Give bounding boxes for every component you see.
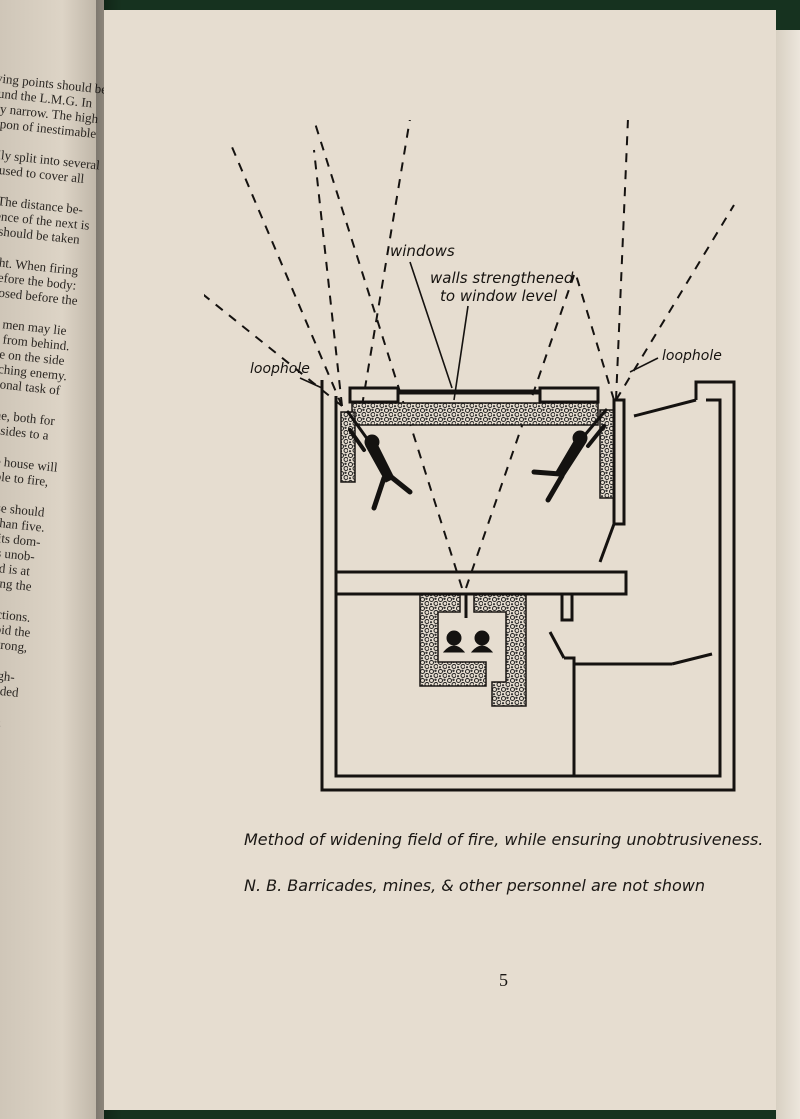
fire-line <box>313 149 343 407</box>
arrow-windows <box>409 261 453 389</box>
fire-line <box>575 274 615 401</box>
rubble-left <box>340 411 356 483</box>
figure-note: N. B. Barricades, mines, & other personn… <box>244 876 706 895</box>
arrow-loophole-right <box>629 357 659 373</box>
men <box>346 408 608 653</box>
fire-line <box>615 120 629 401</box>
partition-wall <box>334 570 628 596</box>
label-window-level: to window level <box>440 287 558 305</box>
page-edge <box>776 30 800 1119</box>
label-loophole-right: loophole <box>662 348 722 364</box>
outer-wall <box>320 380 736 792</box>
house-walls <box>320 380 736 792</box>
fields-of-fire <box>204 120 735 589</box>
gun-crew <box>442 630 494 653</box>
label-windows: windows <box>390 242 455 260</box>
figure-caption: Method of widening field of fire, while … <box>244 830 764 849</box>
fire-line <box>361 120 411 407</box>
fire-line <box>204 293 343 407</box>
wall-segment-left <box>348 386 400 404</box>
fire-line <box>313 120 463 589</box>
label-walls-strengthened: walls strengthened <box>430 269 574 287</box>
inner-wall-bottom <box>334 398 722 778</box>
page-number: 5 <box>499 970 508 990</box>
arrow-loophole-left <box>299 377 323 389</box>
right-door-jamb <box>612 398 626 526</box>
rubble-inner-left <box>419 593 487 687</box>
fire-line <box>465 274 575 589</box>
inner-door <box>548 631 566 659</box>
arrow-walls <box>453 305 469 401</box>
label-loophole-left: loophole <box>250 361 310 377</box>
rifleman-left <box>346 410 413 511</box>
fire-line <box>228 139 343 407</box>
wall-segment-right <box>538 386 600 404</box>
house-defence-diagram: windows walls strengthened to window lev… <box>204 120 736 792</box>
fire-line <box>615 204 735 401</box>
side-room-wall <box>564 656 576 776</box>
book-page: windows walls strengthened to window lev… <box>104 10 776 1110</box>
rubble-inner-right <box>473 593 527 707</box>
rubble-right <box>599 409 615 499</box>
door <box>598 523 616 563</box>
wall-stub <box>560 592 574 622</box>
side-door <box>671 652 713 666</box>
rubble-wall-front <box>351 402 599 426</box>
rifleman-right <box>531 408 608 503</box>
outer-door <box>633 398 697 418</box>
diagram-labels: windows walls strengthened to window lev… <box>250 242 722 401</box>
